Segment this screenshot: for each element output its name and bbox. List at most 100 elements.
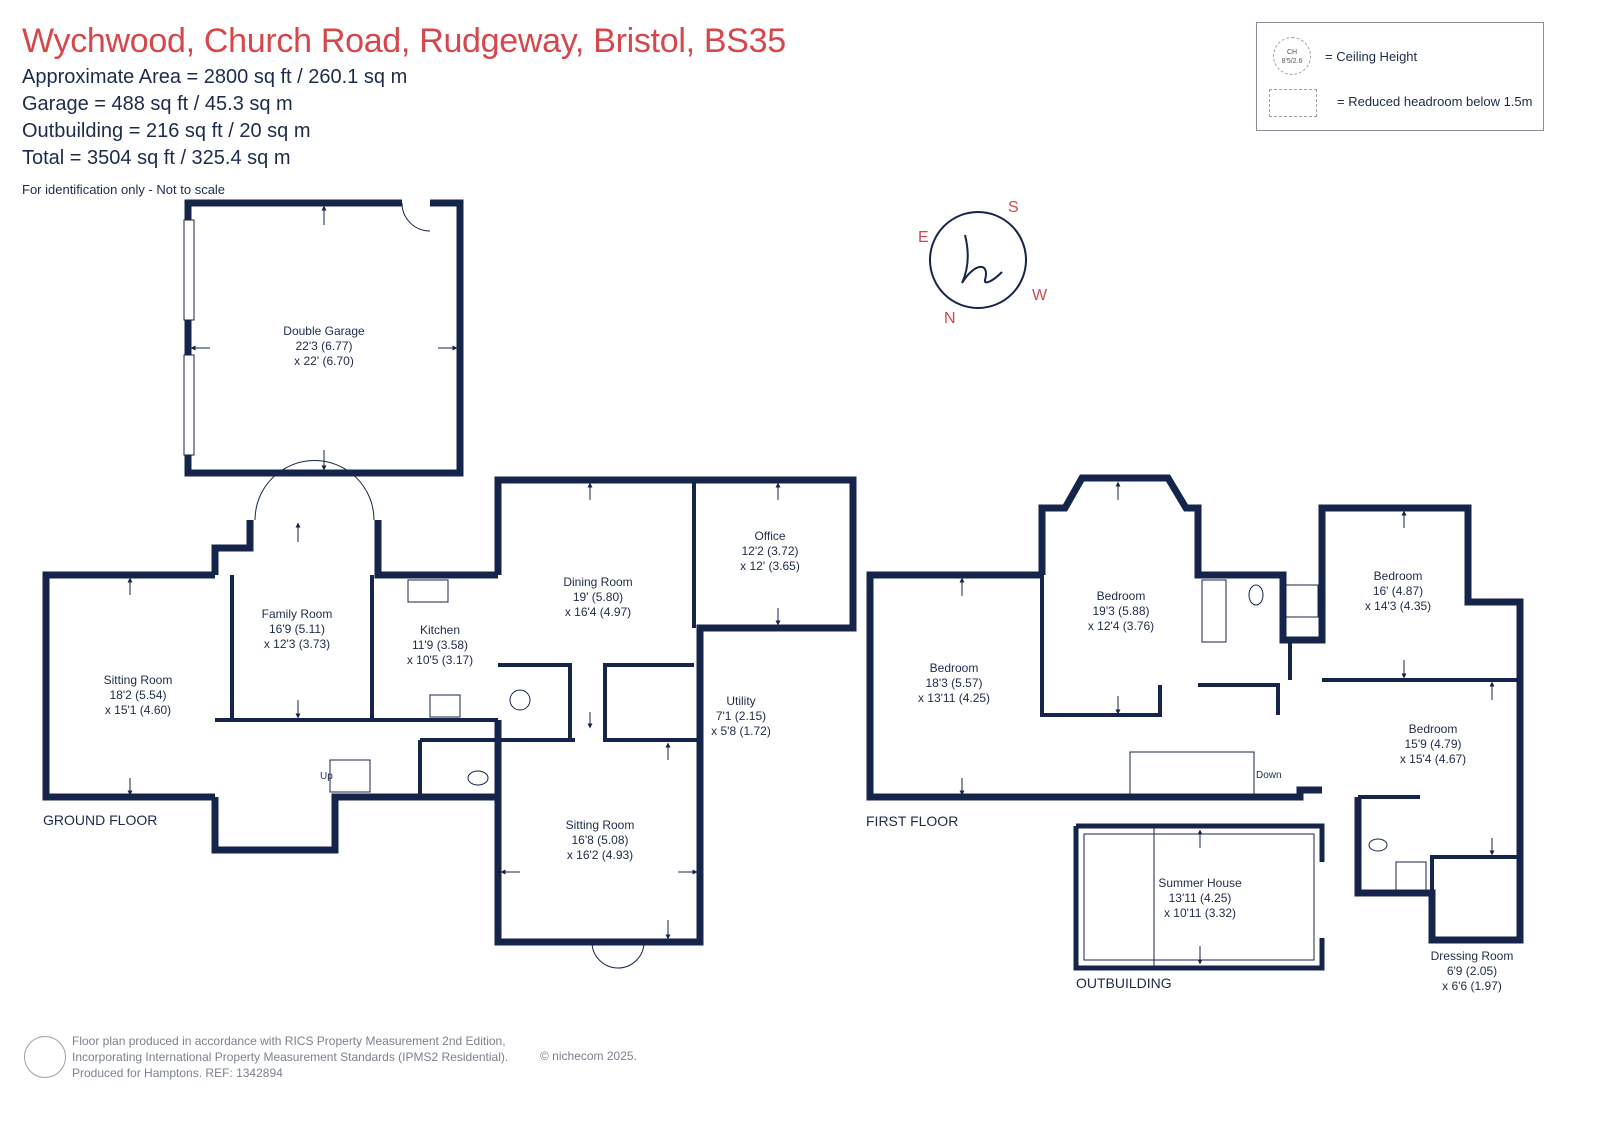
ground-floor-walls xyxy=(42,476,857,946)
compass-s: S xyxy=(1008,199,1019,216)
bay-window xyxy=(254,460,375,521)
approximate-area: Approximate Area = 2800 sq ft / 260.1 sq… xyxy=(22,66,408,88)
first-floor-dimension-arrows xyxy=(959,481,1495,856)
bedroom-2-name: Bedroom xyxy=(1097,589,1146,603)
garage-walls xyxy=(184,199,464,477)
bedroom-1-name: Bedroom xyxy=(930,661,979,675)
dressing-room-dim2: x 6'6 (1.97) xyxy=(1442,979,1502,993)
bedroom-2-3-walls xyxy=(1038,474,1524,675)
family-room-walls xyxy=(211,520,498,579)
compass: S W N E xyxy=(918,199,1048,327)
total-area: Total = 3504 sq ft / 325.4 sq m xyxy=(22,147,291,169)
page-title: Wychwood, Church Road, Rudgeway, Bristol… xyxy=(22,22,786,60)
info-person-icon xyxy=(24,1036,66,1078)
ceiling-height-symbol-top: CH xyxy=(1286,49,1298,56)
summer-house-dim2: x 10'11 (3.32) xyxy=(1164,906,1236,920)
sitting-room-2-name: Sitting Room xyxy=(566,818,635,832)
compass-e: E xyxy=(918,229,929,246)
stairs-icon xyxy=(329,759,371,793)
footer-line-1: Floor plan produced in accordance with R… xyxy=(72,1034,506,1048)
utility-dim2: x 5'8 (1.72) xyxy=(711,724,771,738)
compass-ring xyxy=(929,211,1027,309)
bedroom-3-name: Bedroom xyxy=(1374,569,1423,583)
kitchen-name: Kitchen xyxy=(420,623,460,637)
patio-door-swing xyxy=(591,941,645,969)
garage-door-1 xyxy=(183,219,195,321)
copyright: © nichecom 2025. xyxy=(540,1049,637,1063)
sitting-room-1-dim1: 18'2 (5.54) xyxy=(110,688,167,702)
bedroom-2-dim1: 19'3 (5.88) xyxy=(1093,604,1150,618)
utility-name: Utility xyxy=(726,694,755,708)
ceiling-height-label: = Ceiling Height xyxy=(1325,49,1418,64)
bathroom-inner xyxy=(1198,640,1292,715)
bath-icon xyxy=(1201,579,1227,643)
double-garage-name: Double Garage xyxy=(283,324,365,338)
bedroom-3-dim2: x 14'3 (4.35) xyxy=(1365,599,1431,613)
sitting-room-2-dim2: x 16'2 (4.93) xyxy=(567,848,633,862)
office-dim2: x 12' (3.65) xyxy=(740,559,800,573)
bedroom-4-walls xyxy=(1354,675,1524,944)
ground-floor-label: GROUND FLOOR xyxy=(43,812,157,828)
summer-house-walls xyxy=(1073,823,1325,971)
office-name: Office xyxy=(754,529,785,543)
summer-house-dim1: 13'11 (4.25) xyxy=(1169,891,1232,905)
ground-floor-inner-walls xyxy=(215,480,702,797)
dining-office-walls xyxy=(494,476,857,946)
dining-room-dim2: x 16'4 (4.97) xyxy=(565,605,631,619)
first-floor-walls xyxy=(866,474,1524,944)
room-labels: Double Garage 22'3 (6.77) x 22' (6.70) S… xyxy=(104,324,1514,993)
garage-area: Garage = 488 sq ft / 45.3 sq m xyxy=(22,93,293,115)
office-dim1: 12'2 (3.72) xyxy=(742,544,799,558)
ensuite-toilet-icon xyxy=(1368,838,1388,852)
shower-icon xyxy=(1285,584,1319,618)
sitting-room-1-dim2: x 15'1 (4.60) xyxy=(105,703,171,717)
sitting-room-2-dim1: 16'8 (5.08) xyxy=(572,833,629,847)
compass-w: W xyxy=(1032,287,1048,304)
dressing-room-dim1: 6'9 (2.05) xyxy=(1447,964,1497,978)
footer-text: Floor plan produced in accordance with R… xyxy=(72,1033,508,1081)
garage xyxy=(183,198,464,477)
reduced-headroom-label: = Reduced headroom below 1.5m xyxy=(1337,94,1533,109)
hob-icon xyxy=(429,694,461,718)
stairs-up-label: Up xyxy=(320,771,333,782)
bedroom-3-dim1: 16' (4.87) xyxy=(1373,584,1423,598)
toilet-icon xyxy=(467,770,489,786)
boiler-icon xyxy=(509,689,531,711)
cloak-walls xyxy=(498,663,575,742)
footer-line-2: Incorporating International Property Mea… xyxy=(72,1050,509,1064)
logo-mark xyxy=(961,234,1003,284)
bedroom-2-inner xyxy=(1040,575,1162,717)
porch-walls xyxy=(211,793,498,854)
ensuite-shower-icon xyxy=(1395,861,1427,893)
double-garage-dim1: 22'3 (6.77) xyxy=(296,339,353,353)
bedroom-1-dim1: 18'3 (5.57) xyxy=(926,676,983,690)
first-floor-fixtures xyxy=(1129,579,1427,893)
bedroom-2-dim2: x 12'4 (3.76) xyxy=(1088,619,1154,633)
bedroom-4-name: Bedroom xyxy=(1409,722,1458,736)
utility-walls xyxy=(603,480,702,742)
stairs-icon xyxy=(1129,751,1255,795)
stairs-down-label: Down xyxy=(1256,770,1282,781)
family-room-dim2: x 12'3 (3.73) xyxy=(264,637,330,651)
dining-room-dim1: 19' (5.80) xyxy=(573,590,623,604)
footer-line-3: Produced for Hamptons. REF: 1342894 xyxy=(72,1066,283,1080)
family-room-dim1: 16'9 (5.11) xyxy=(269,622,325,636)
reduced-headroom-icon xyxy=(1269,89,1317,117)
compass-n: N xyxy=(944,310,956,327)
first-floor-inner-walls xyxy=(1040,575,1520,893)
bedroom-4-dim1: 15'9 (4.79) xyxy=(1405,737,1462,751)
ceiling-height-symbol-bottom: 8'5/2.6 xyxy=(1281,58,1303,65)
bedroom-1-dim2: x 13'11 (4.25) xyxy=(918,691,990,705)
legend: CH 8'5/2.6 = Ceiling Height = Reduced he… xyxy=(1256,22,1544,131)
outbuilding xyxy=(1073,823,1325,971)
outbuilding-area: Outbuilding = 216 sq ft / 20 sq m xyxy=(22,120,311,142)
wc-walls xyxy=(418,738,498,797)
bedroom-4-dim2: x 15'4 (4.67) xyxy=(1400,752,1466,766)
double-garage-dim2: x 22' (6.70) xyxy=(294,354,354,368)
kitchen-dim2: x 10'5 (3.17) xyxy=(407,653,473,667)
dressing-room-name: Dressing Room xyxy=(1431,949,1514,963)
kitchen-dim1: 11'9 (3.58) xyxy=(412,638,468,652)
ground-floor-dimension-arrows xyxy=(127,205,781,940)
garage-side-door-gap xyxy=(402,198,430,208)
